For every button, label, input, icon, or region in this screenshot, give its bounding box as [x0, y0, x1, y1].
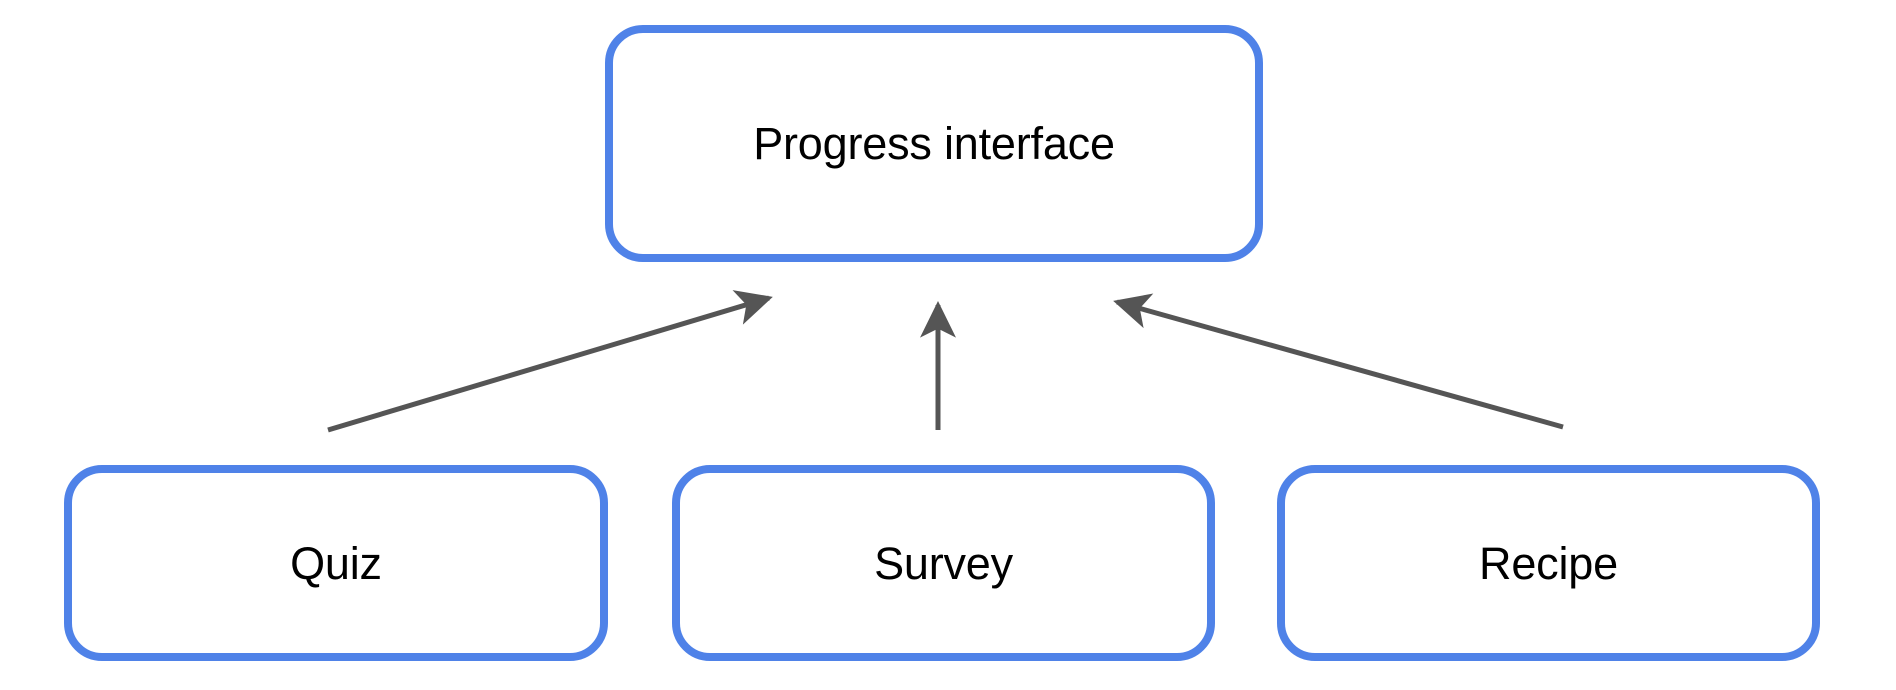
node-label-survey: Survey [874, 537, 1013, 589]
edge-recipe-to-progress-interface [1113, 293, 1564, 430]
edge-quiz-to-progress-interface [327, 290, 773, 433]
node-recipe[interactable]: Recipe [1277, 465, 1820, 661]
node-quiz[interactable]: Quiz [64, 465, 608, 661]
node-label-recipe: Recipe [1479, 537, 1618, 589]
node-progress-interface[interactable]: Progress interface [605, 25, 1263, 262]
node-survey[interactable]: Survey [672, 465, 1215, 661]
node-label-progress-interface: Progress interface [753, 118, 1115, 169]
node-label-quiz: Quiz [290, 537, 382, 589]
